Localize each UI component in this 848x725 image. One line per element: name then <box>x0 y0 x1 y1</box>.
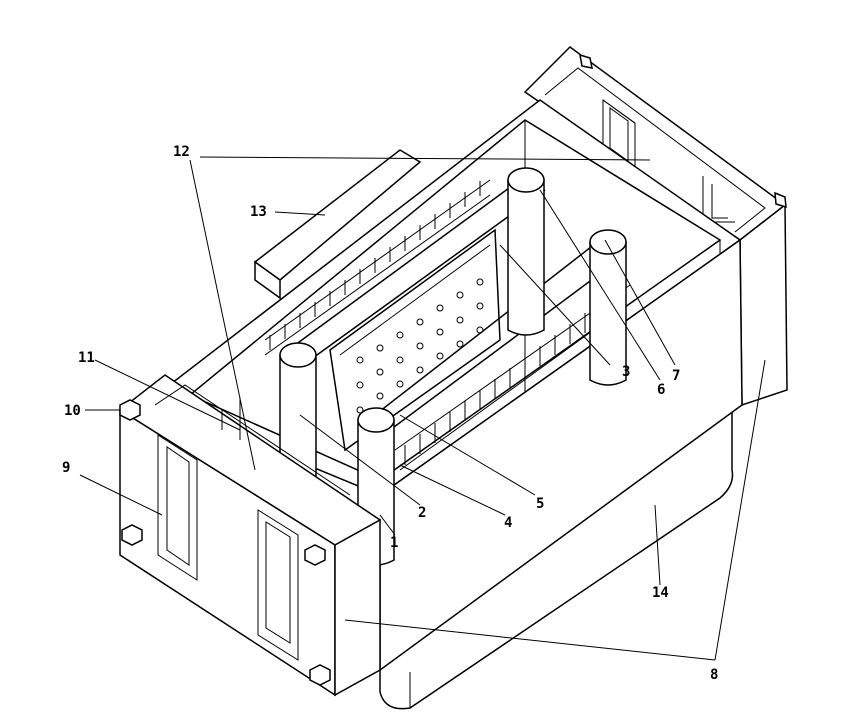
roller-4 <box>589 229 627 386</box>
left-frame <box>118 374 382 697</box>
label-11: 11 <box>78 350 95 366</box>
label-5: 5 <box>536 496 544 512</box>
label-6: 6 <box>657 382 665 398</box>
labels: 1 2 3 4 5 6 7 8 9 10 11 12 13 14 <box>62 144 718 683</box>
label-13: 13 <box>250 204 267 220</box>
label-12: 12 <box>173 144 190 160</box>
top-plate <box>253 149 422 300</box>
label-14: 14 <box>652 585 669 601</box>
fin-row-back <box>264 179 491 356</box>
perforated-plate <box>329 228 501 452</box>
label-1: 1 <box>390 535 398 551</box>
belts <box>294 179 626 431</box>
label-8: 8 <box>710 667 718 683</box>
label-2: 2 <box>418 505 426 521</box>
label-10: 10 <box>64 403 81 419</box>
right-frame <box>523 46 788 407</box>
label-9: 9 <box>62 460 70 476</box>
label-3: 3 <box>622 364 630 380</box>
label-4: 4 <box>504 515 512 531</box>
label-7: 7 <box>672 368 680 384</box>
bottom-tray <box>379 408 734 710</box>
roller-3 <box>507 167 545 336</box>
leader-lines <box>79 156 766 661</box>
